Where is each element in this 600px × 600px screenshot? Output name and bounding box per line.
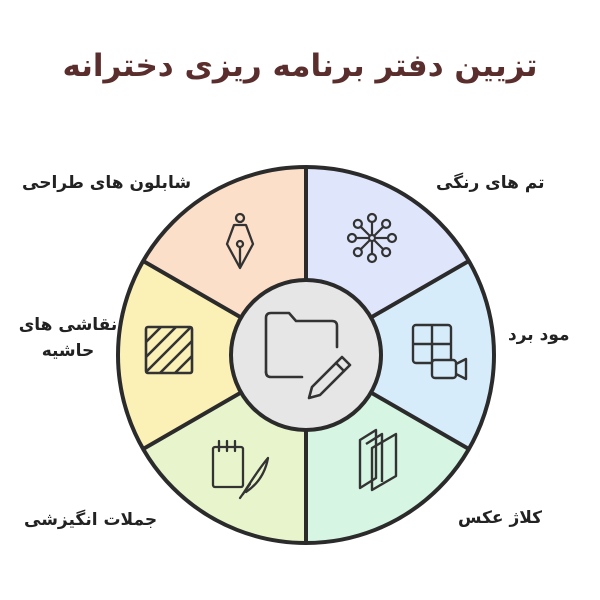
segment-divider <box>369 390 470 451</box>
label-photo-collage: کلاژ عکس <box>458 508 543 528</box>
segment-mood-board <box>306 261 494 449</box>
segment-divider <box>142 390 243 451</box>
notebook-quill-icon <box>211 439 270 500</box>
board-camera-icon <box>411 323 468 381</box>
label-color-themes: تم های رنگی <box>436 173 545 193</box>
label-design-templates: شابلون های طراحی <box>22 173 192 193</box>
wheel-dividers <box>142 167 470 543</box>
center-hub <box>229 278 383 432</box>
label-mood-board: مود برد <box>508 325 570 345</box>
network-icon <box>346 212 398 264</box>
pen-nib-icon <box>225 212 255 270</box>
page-title: تزیین دفتر برنامه ریزی دخترانه <box>62 48 538 84</box>
folder-pencil-icon <box>264 311 352 400</box>
segment-divider <box>369 259 470 320</box>
segment-divider <box>142 259 243 320</box>
label-border-drawings: نقاشی های حاشیه <box>18 315 118 361</box>
segment-border-drawings <box>117 261 306 449</box>
label-inspirational-quotes: جملات انگیزشی <box>24 510 158 530</box>
wheel-outer-ring <box>116 165 496 545</box>
hatched-square-icon <box>144 325 194 375</box>
photo-stack-icon <box>358 428 398 492</box>
